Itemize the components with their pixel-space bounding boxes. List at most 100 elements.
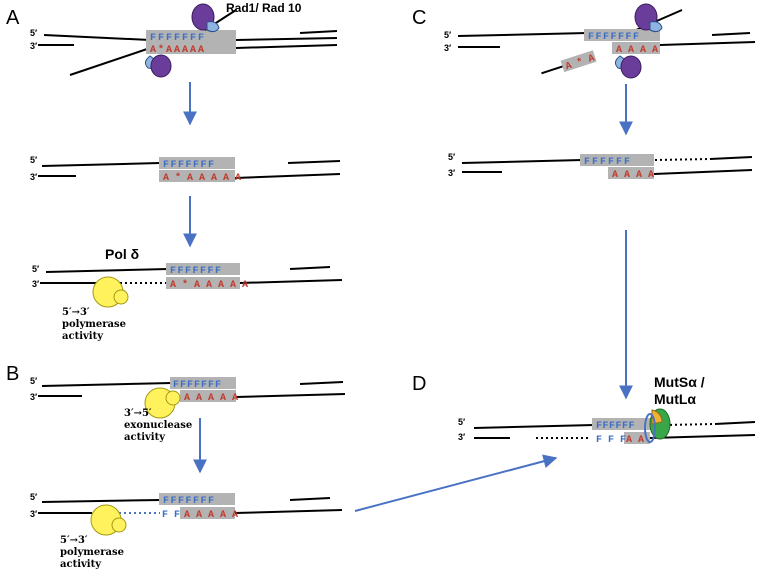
sequence-a: A A xyxy=(626,435,644,446)
three-prime-label: 3′ xyxy=(458,432,465,442)
exo-activity-line2: exonuclease xyxy=(124,420,192,431)
sequence-a: A * A A A A A xyxy=(170,279,248,291)
sequence-box-top xyxy=(159,157,235,169)
five-prime-label: 5′ xyxy=(458,417,465,427)
five-prime-label: 5′ xyxy=(30,28,37,38)
dna-strand-top xyxy=(43,34,151,41)
arrow-b-to-d xyxy=(354,454,558,512)
sequence-f: FFFFFF xyxy=(596,421,635,432)
three-prime-label: 3′ xyxy=(30,392,37,402)
sequence-f: FFFFFFF xyxy=(163,160,216,171)
three-prime-label: 3′ xyxy=(448,168,455,178)
dna-strand-bottom-right xyxy=(234,509,343,514)
sequence-box-bottom xyxy=(159,170,235,182)
sequence-box-top xyxy=(592,418,654,430)
pol-activity-line3: activity xyxy=(60,559,102,570)
panel-label-b: B xyxy=(6,363,19,385)
dna-strand-bottom-right xyxy=(649,434,756,439)
exo-activity-line3: activity xyxy=(124,432,166,443)
dna-strand-top-right xyxy=(711,32,751,36)
five-prime-label: 5′ xyxy=(30,376,37,386)
sequence-box-top xyxy=(159,493,235,505)
flap-strand xyxy=(541,64,566,75)
panel-label-d: D xyxy=(412,373,426,395)
sequence-box-bottom xyxy=(612,42,660,54)
dna-strand-top xyxy=(461,159,583,164)
sequence-f: FFFFFF xyxy=(584,157,632,168)
sequence-box-top xyxy=(580,154,654,166)
pol-activity-line1: 5′→3′ xyxy=(62,307,90,318)
panel-label-a: A xyxy=(6,7,20,29)
panel-d: MutSα / MutLα 5′ 3′ FFFFFF F F F A A xyxy=(458,374,756,446)
three-prime-label: 3′ xyxy=(444,43,451,53)
sequence-box-top xyxy=(584,29,660,41)
three-prime-label: 3′ xyxy=(30,41,37,51)
five-prime-label: 5′ xyxy=(30,492,37,502)
sequence-f: FFFFFFF xyxy=(588,32,641,43)
dna-strand-bottom-right xyxy=(659,41,756,46)
sequence-box-bottom xyxy=(166,277,240,289)
five-prime-label: 5′ xyxy=(444,30,451,40)
dna-strand-flap xyxy=(69,47,151,76)
pol-activity-line2: polymerase xyxy=(60,547,124,558)
pol-activity-line2: polymerase xyxy=(62,319,126,330)
pol-delta-domain-icon xyxy=(113,289,129,305)
sequence-a: A A A A xyxy=(616,45,658,56)
excised-flap: A * A xyxy=(541,50,597,75)
rad-label: Rad1/ Rad 10 xyxy=(226,1,302,15)
pol-activity-line1: 5′→3′ xyxy=(60,535,88,546)
dna-strand-bottom-right xyxy=(235,393,346,398)
sequence-a: A*AAAAA xyxy=(150,44,206,56)
panel-c-step2: 5′ 3′ FFFFFF A A A A xyxy=(448,152,753,181)
three-prime-label: 3′ xyxy=(30,172,37,182)
panel-label-c: C xyxy=(412,7,426,29)
sequence-f: FFFFFFF xyxy=(150,33,206,44)
five-prime-label: 5′ xyxy=(30,155,37,165)
dna-strand-top xyxy=(41,382,173,387)
panel-b-step2: 5′ 3′ FFFFFFF F F A A A A A 5′→3′ polyme… xyxy=(30,492,343,570)
dna-strand-top-right xyxy=(289,266,331,270)
sequence-f-new: F F xyxy=(162,510,180,521)
dna-strand-top xyxy=(473,424,595,429)
dna-strand-top-far xyxy=(299,30,338,34)
exonuclease-domain-icon xyxy=(165,390,181,406)
three-prime-label: 3′ xyxy=(30,509,37,519)
rad1-protein-lower-icon xyxy=(150,54,172,78)
dna-strand-bottom-right xyxy=(234,173,341,179)
sequence-box-bottom xyxy=(146,42,236,54)
panel-a-step2: 5′ 3′ FFFFFFF A * A A A A A xyxy=(30,155,341,184)
five-prime-label: 5′ xyxy=(32,264,39,274)
mutsa-clamp-icon xyxy=(644,413,656,443)
dna-strand-top-right xyxy=(287,160,341,164)
dna-gap-dotted xyxy=(654,158,711,161)
pol-delta-label: Pol δ xyxy=(105,246,139,262)
mutla-label: MutLα xyxy=(654,391,696,407)
sequence-box-top xyxy=(170,377,236,389)
sequence-a: A A A A xyxy=(612,170,654,181)
pol-delta-domain-icon xyxy=(111,517,127,533)
sequence-a: A A A A A xyxy=(184,393,238,404)
sequence-box-top xyxy=(166,263,240,275)
sequence-box-bottom xyxy=(180,507,235,519)
dna-strand-bottom-right xyxy=(239,279,343,284)
sequence-box-bottom xyxy=(608,167,654,179)
rad10-protein-icon xyxy=(206,21,220,33)
dna-gap-dotted-top xyxy=(664,423,716,426)
dna-strand-top xyxy=(41,499,161,503)
sequence-f-new: F F F xyxy=(596,435,626,446)
sequence-box-top xyxy=(146,30,236,42)
sequence-box-bottom xyxy=(180,390,236,402)
dna-strand-top-right xyxy=(299,381,344,385)
sequence-box-bottom xyxy=(624,432,650,444)
five-prime-label: 5′ xyxy=(448,152,455,162)
panel-b-step1: 5′ 3′ FFFFFFF A A A A A 3′→5′ exonucleas… xyxy=(30,376,346,443)
sequence-a: A A A A A xyxy=(184,510,238,521)
panel-a-step3: Pol δ 5′ 3′ FFFFFFF A * A A A A A 5′→3′ … xyxy=(32,246,343,342)
flap-box xyxy=(560,50,597,73)
sequence-a: A * A A A A A xyxy=(163,172,241,184)
dna-strand-top xyxy=(41,162,161,167)
dna-strand-bottom-right xyxy=(653,169,753,175)
panel-a-step1: 5′ 3′ FFFFFFF A*AAAAA Rad1/ Rad 10 xyxy=(30,1,338,78)
dna-strand-top-right xyxy=(235,37,338,41)
